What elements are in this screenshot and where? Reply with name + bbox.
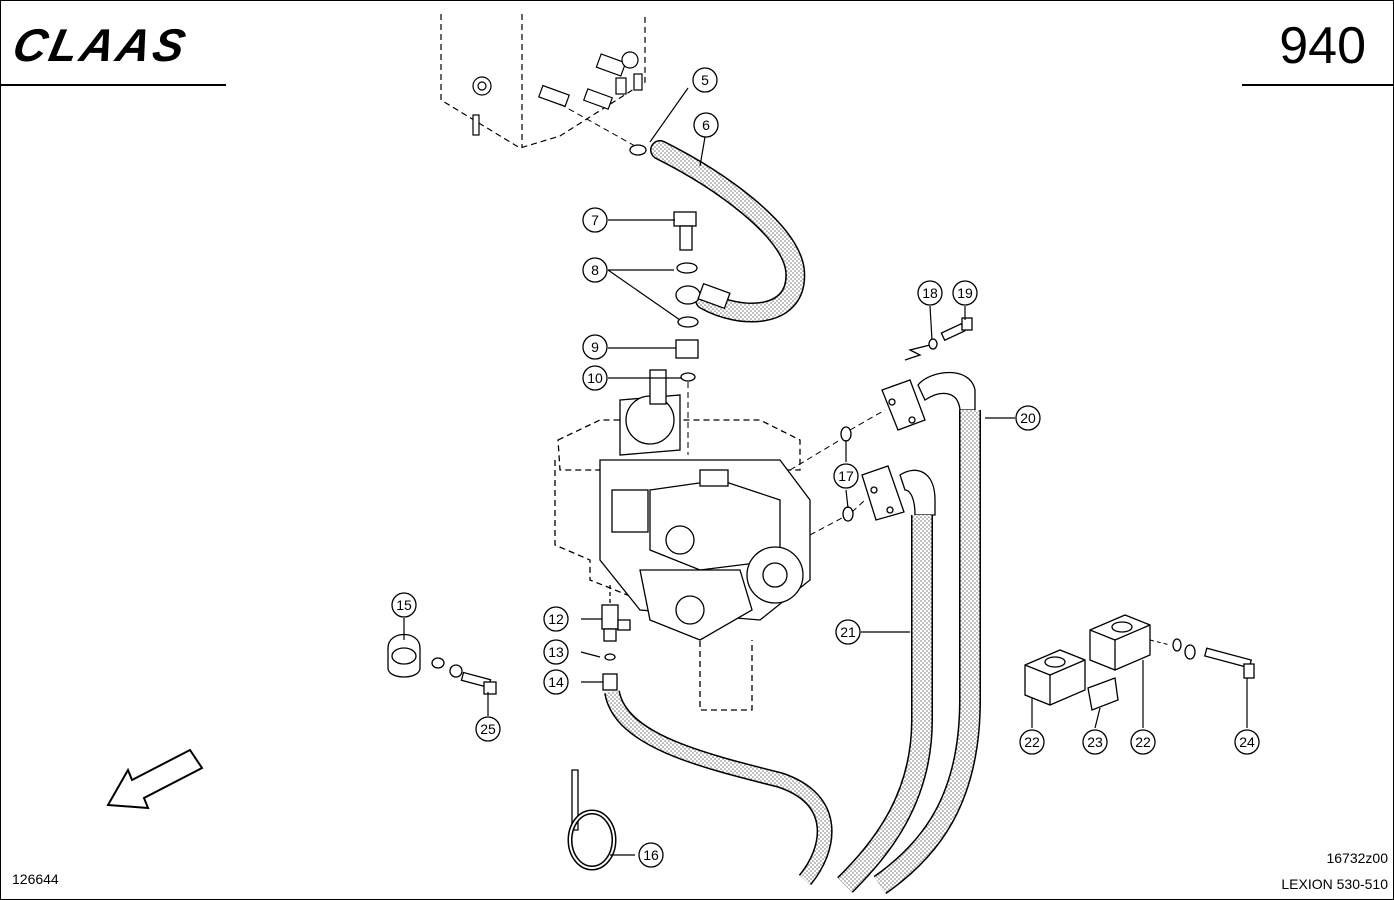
svg-text:7: 7 (591, 212, 599, 228)
svg-text:8: 8 (591, 262, 599, 278)
hose-14 (604, 690, 833, 886)
svg-text:15: 15 (396, 597, 412, 613)
banjo-fitting (629, 144, 731, 382)
callout-23: 23 (1082, 729, 1108, 755)
callout-10: 10 (582, 365, 608, 391)
callout-24: 24 (1234, 729, 1260, 755)
svg-text:12: 12 (548, 611, 564, 627)
leader-dashed-5 (559, 103, 636, 147)
callout-16: 16 (638, 842, 664, 868)
callout-22a: 22 (1019, 729, 1045, 755)
clamp-15 (387, 634, 497, 695)
tee-fitting-12 (601, 585, 631, 691)
svg-text:21: 21 (840, 624, 856, 640)
svg-text:5: 5 (701, 72, 709, 88)
svg-text:19: 19 (957, 285, 973, 301)
callout-12: 12 (543, 606, 569, 632)
callout-20: 20 (1015, 405, 1041, 431)
callout-17: 17 (833, 463, 859, 489)
callout-21: 21 (835, 619, 861, 645)
callout-7: 7 (582, 207, 608, 233)
svg-text:9: 9 (591, 339, 599, 355)
svg-text:14: 14 (548, 674, 564, 690)
svg-text:22: 22 (1135, 734, 1151, 750)
header-rule-left (0, 84, 226, 86)
svg-text:22: 22 (1024, 734, 1040, 750)
header-rule-right (1242, 84, 1394, 86)
direction-arrow (106, 748, 204, 810)
flange-upper (881, 371, 976, 431)
svg-text:16: 16 (643, 847, 659, 863)
page-number: 940 (1279, 17, 1366, 75)
hydraulic-pump (554, 369, 811, 711)
svg-text:20: 20 (1020, 410, 1036, 426)
hose-21 (837, 515, 933, 893)
o-rings-17 (840, 426, 854, 522)
svg-text:18: 18 (922, 285, 938, 301)
callout-19: 19 (952, 280, 978, 306)
callout-22b: 22 (1130, 729, 1156, 755)
callout-15: 15 (391, 592, 417, 618)
hose-20 (873, 410, 981, 895)
clamp-blocks (1024, 614, 1255, 711)
callout-6: 6 (693, 112, 719, 138)
callout-9: 9 (582, 334, 608, 360)
svg-text:10: 10 (587, 370, 603, 386)
svg-text:25: 25 (480, 721, 496, 737)
callout-18: 18 (917, 280, 943, 306)
svg-text:24: 24 (1239, 734, 1255, 750)
model-name: LEXION 530-510 (1281, 876, 1388, 892)
callout-13: 13 (543, 639, 569, 665)
tank-fittings (472, 51, 643, 136)
svg-text:17: 17 (838, 468, 854, 484)
svg-text:6: 6 (702, 117, 710, 133)
reference-number: 126644 (12, 871, 59, 887)
drawing-number: 16732z00 (1326, 850, 1388, 866)
flange-lower (861, 465, 936, 521)
callout-25: 25 (475, 716, 501, 742)
svg-text:23: 23 (1087, 734, 1103, 750)
leader-lines (403, 87, 1248, 856)
hose-6 (650, 140, 806, 323)
callout-14: 14 (543, 669, 569, 695)
svg-text:13: 13 (548, 644, 564, 660)
callout-5: 5 (692, 67, 718, 93)
callout-8: 8 (582, 257, 608, 283)
bolt-18-19 (904, 317, 973, 361)
tank-outline (440, 14, 646, 149)
cable-tie-16 (567, 769, 617, 871)
